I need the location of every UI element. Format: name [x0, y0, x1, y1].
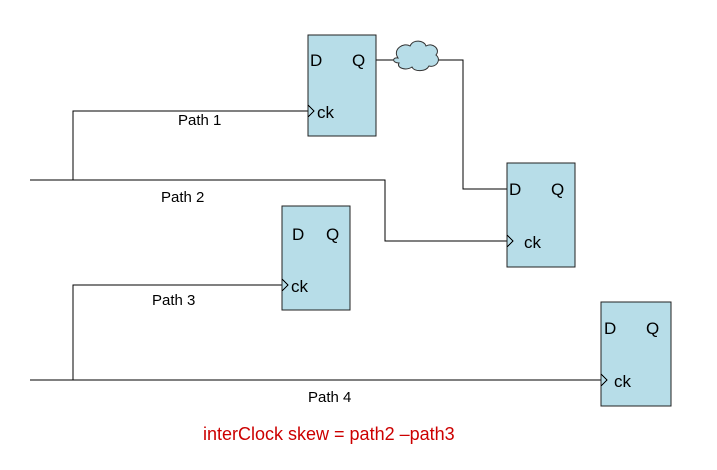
- clock-wire-path2: [30, 179, 507, 242]
- d-pin-label: D: [509, 180, 521, 199]
- data-wire-cloud-to-d: [437, 59, 507, 190]
- ck-pin-label: ck: [317, 103, 335, 122]
- path-3-label: Path 3: [152, 292, 195, 309]
- q-pin-label: Q: [352, 51, 365, 70]
- wires: [30, 59, 601, 381]
- clock-wire-path1: [72, 110, 308, 180]
- combinational-logic-cloud-icon: [393, 40, 439, 72]
- flipflop-1: D Q ck: [307, 34, 377, 137]
- ck-pin-label: ck: [524, 233, 542, 252]
- d-pin-label: D: [292, 225, 304, 244]
- path-4-label: Path 4: [308, 389, 351, 406]
- skew-formula: interClock skew = path2 –path3: [203, 424, 455, 444]
- q-pin-label: Q: [551, 180, 564, 199]
- q-pin-label: Q: [326, 225, 339, 244]
- flipflop-4: D Q ck: [600, 301, 672, 407]
- path-1-label: Path 1: [178, 112, 221, 129]
- ck-pin-label: ck: [291, 277, 309, 296]
- clock-triangle-icon: [506, 234, 514, 248]
- clock-wire-path3: [72, 284, 282, 380]
- d-pin-label: D: [310, 51, 322, 70]
- ck-pin-label: ck: [614, 372, 632, 391]
- clock-triangle-icon: [600, 373, 608, 387]
- clock-triangle-icon: [281, 278, 289, 292]
- d-pin-label: D: [604, 319, 616, 338]
- clock-triangle-icon: [307, 104, 315, 118]
- flipflop-2: D Q ck: [506, 162, 576, 268]
- path-2-label: Path 2: [161, 189, 204, 206]
- flipflop-3: D Q ck: [281, 205, 351, 311]
- q-pin-label: Q: [646, 319, 659, 338]
